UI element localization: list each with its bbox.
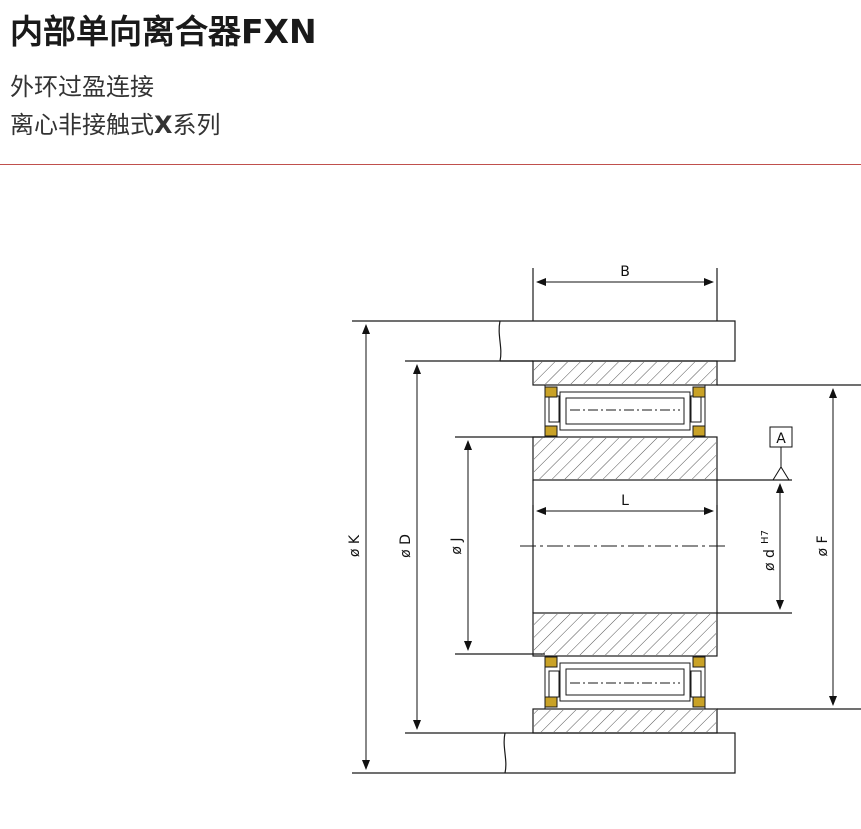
sprag-cage-top: [544, 384, 706, 438]
datum-label-a: A: [776, 431, 786, 447]
dim-label-d-bore: ø d: [762, 549, 778, 571]
dim-label-j: ø J: [449, 537, 465, 554]
datum-a: [769, 426, 793, 481]
header-divider: [0, 164, 861, 165]
housing-bottom: [352, 732, 736, 774]
subtitle-series: 离心非接触式X系列: [10, 110, 221, 140]
dim-label-k: ø K: [347, 534, 363, 557]
page-title: 内部单向离合器FXN: [10, 12, 317, 51]
housing-top: [352, 320, 736, 362]
dim-label-d-tolerance: H7: [760, 530, 771, 544]
dim-label-d-outer: ø D: [398, 534, 414, 558]
dim-label-l: L: [621, 493, 629, 509]
subtitle-series-suffix: 系列: [172, 111, 221, 139]
subtitle-series-bold: X: [154, 111, 173, 139]
subtitle-series-prefix: 离心非接触式: [10, 111, 154, 139]
sprag-cage-bottom: [544, 655, 706, 710]
housing-top-break: [498, 320, 502, 362]
dim-label-b: B: [620, 264, 630, 280]
dim-label-f: ø F: [815, 535, 831, 556]
housing-bottom-break: [503, 732, 507, 774]
subtitle-mounting: 外环过盈连接: [10, 73, 154, 101]
